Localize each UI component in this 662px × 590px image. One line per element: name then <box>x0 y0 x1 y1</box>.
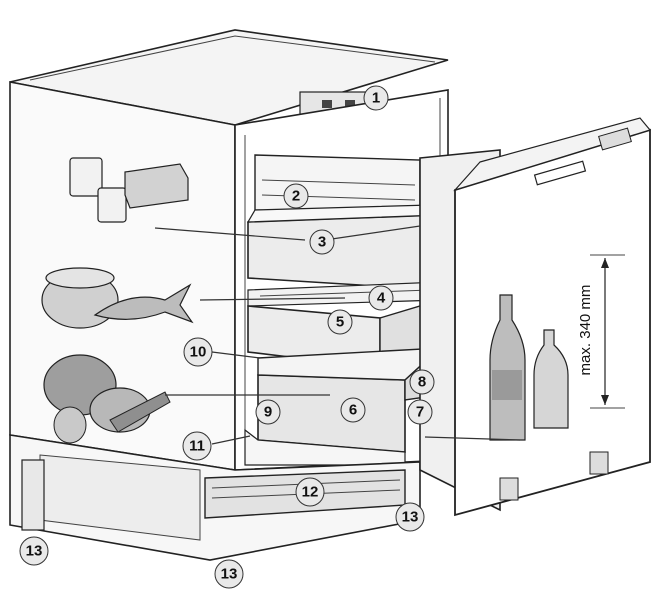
svg-text:3: 3 <box>318 234 326 251</box>
svg-text:6: 6 <box>349 402 357 419</box>
height-dimension <box>590 254 625 409</box>
svg-text:7: 7 <box>416 404 424 421</box>
door-hinge <box>499 477 519 501</box>
callout-6: 6 <box>340 397 366 423</box>
vegetables-icon <box>43 354 171 444</box>
leader-lines <box>154 225 521 445</box>
svg-text:4: 4 <box>377 290 386 307</box>
callout-2: 2 <box>283 183 309 209</box>
callout-12: 12 <box>295 477 325 507</box>
svg-text:1: 1 <box>372 90 380 107</box>
fish-pot-icon <box>41 267 194 329</box>
callout-9: 9 <box>255 399 281 425</box>
callout-8: 8 <box>409 369 435 395</box>
side-bracket <box>21 459 45 531</box>
callout-7: 7 <box>407 399 433 425</box>
bottles-icon <box>489 294 569 441</box>
svg-text:12: 12 <box>302 484 319 501</box>
callout-1: 1 <box>363 85 389 111</box>
callout-4: 4 <box>368 285 394 311</box>
callout-11: 11 <box>182 431 212 461</box>
dimension-label: max. 340 mm <box>577 285 594 376</box>
callout-13-bottom: 13 <box>214 559 244 589</box>
svg-text:11: 11 <box>189 438 205 455</box>
svg-text:5: 5 <box>336 314 344 331</box>
door-panel <box>419 117 652 517</box>
svg-text:2: 2 <box>292 188 300 205</box>
svg-text:13: 13 <box>26 543 43 560</box>
upper-drawer <box>246 204 442 291</box>
bottom-compartment <box>244 428 406 466</box>
svg-text:9: 9 <box>264 404 272 421</box>
callout-13-right: 13 <box>395 502 425 532</box>
food-cups-icon <box>69 157 189 223</box>
callout-10: 10 <box>183 337 213 367</box>
callout-5: 5 <box>327 309 353 335</box>
svg-text:8: 8 <box>418 374 426 391</box>
callout-3: 3 <box>309 229 335 255</box>
svg-text:13: 13 <box>402 509 419 526</box>
svg-text:10: 10 <box>190 344 207 361</box>
svg-text:13: 13 <box>221 566 238 583</box>
callout-13-left: 13 <box>19 536 49 566</box>
door-hinge <box>589 451 609 475</box>
